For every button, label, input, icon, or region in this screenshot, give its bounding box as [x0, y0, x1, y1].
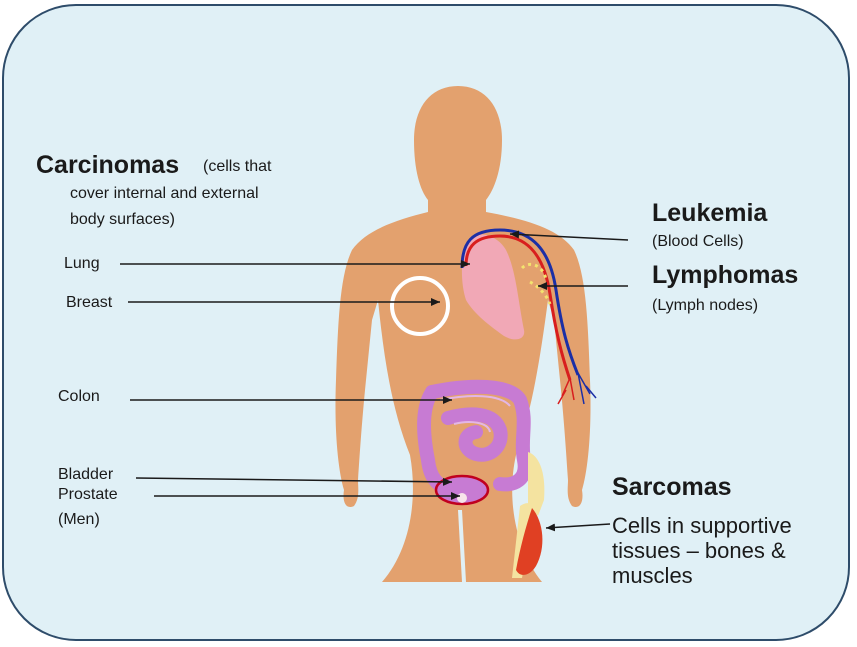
lung-label: Lung	[64, 255, 100, 273]
carcinomas-note-3: body surfaces)	[70, 211, 175, 229]
sarcomas-line-3: muscles	[612, 564, 693, 588]
bladder-label: Bladder	[58, 466, 113, 484]
leukemia-note: (Blood Cells)	[652, 233, 744, 251]
leukemia-title: Leukemia	[652, 200, 767, 228]
carcinomas-note-1: (cells that	[203, 158, 271, 176]
sarcomas-arrow	[546, 524, 610, 528]
sarcomas-title: Sarcomas	[612, 474, 732, 502]
sarcomas-line-1: Cells in supportive	[612, 514, 792, 538]
carcinomas-note-2: cover internal and external	[70, 185, 259, 203]
men-label: (Men)	[58, 511, 100, 529]
prostate-label: Prostate	[58, 486, 118, 504]
lymphomas-note: (Lymph nodes)	[652, 297, 758, 315]
lymphomas-title: Lymphomas	[652, 262, 798, 290]
breast-label: Breast	[66, 294, 112, 312]
carcinomas-title: Carcinomas	[36, 152, 179, 180]
human-silhouette	[335, 86, 590, 582]
prostate-organ	[457, 493, 467, 503]
colon-label: Colon	[58, 388, 100, 406]
head-neck	[414, 86, 502, 214]
bladder-arrow	[136, 478, 452, 482]
sarcomas-line-2: tissues – bones &	[612, 539, 786, 563]
